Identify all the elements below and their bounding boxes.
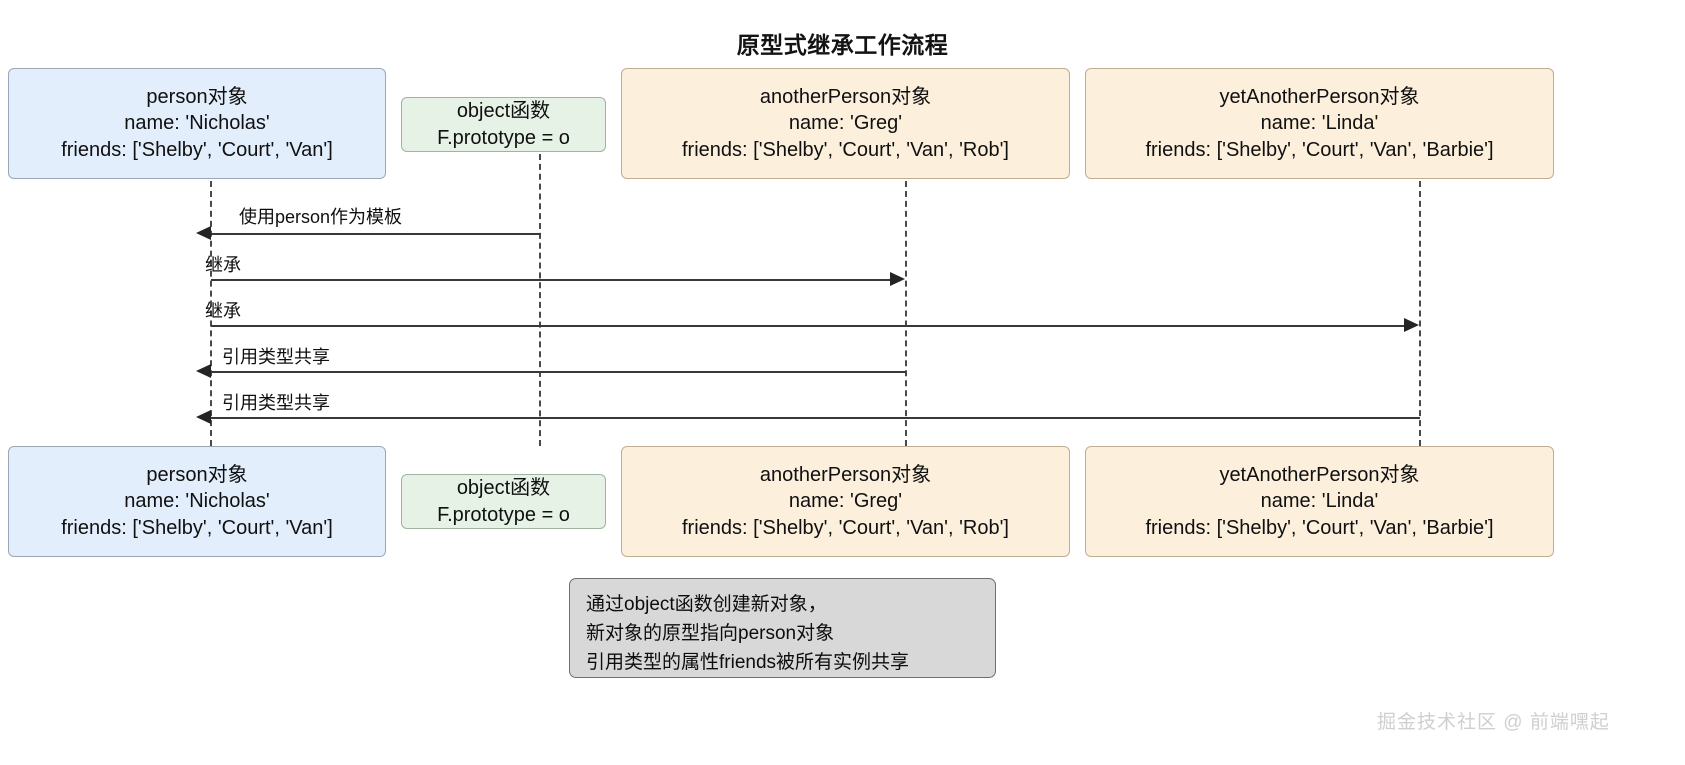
note-line: 引用类型的属性friends被所有实例共享 [586,651,910,673]
message-line-2 [211,279,891,281]
message-label-2: 继承 [205,255,241,275]
participant-box-object-top[interactable]: object函数 F.prototype = o [401,97,606,152]
note-box[interactable]: 通过object函数创建新对象， 新对象的原型指向person对象 引用类型的属… [569,578,996,678]
message-label-5: 引用类型共享 [222,393,330,413]
note-line: 通过object函数创建新对象， [586,594,827,615]
participant-line: person对象 [146,85,248,108]
message-arrowhead-3 [1404,318,1419,332]
participant-box-person-bottom[interactable]: person对象 name: 'Nicholas' friends: ['She… [8,446,386,557]
participant-line: person对象 [146,463,248,486]
lifeline-yetanotherperson [1419,181,1421,446]
participant-box-yetanotherperson-top[interactable]: yetAnotherPerson对象 name: 'Linda' friends… [1085,68,1554,179]
participant-line: friends: ['Shelby', 'Court', 'Van', 'Bar… [1145,138,1494,161]
participant-line: name: 'Nicholas' [124,490,270,513]
participant-line: friends: ['Shelby', 'Court', 'Van', 'Rob… [682,138,1009,161]
message-line-5 [211,417,1420,419]
page-title: 原型式继承工作流程 [736,32,949,58]
message-line-1 [211,233,541,235]
lifeline-anotherperson [905,181,907,446]
message-label-4: 引用类型共享 [222,347,330,367]
participant-line: anotherPerson对象 [759,85,932,108]
participant-line: F.prototype = o [437,126,570,149]
participant-box-anotherperson-bottom[interactable]: anotherPerson对象 name: 'Greg' friends: ['… [621,446,1070,557]
participant-line: yetAnotherPerson对象 [1219,85,1420,108]
participant-line: object函数 [456,477,551,500]
participant-line: friends: ['Shelby', 'Court', 'Van'] [61,516,333,539]
message-arrowhead-1 [196,226,211,240]
participant-line: anotherPerson对象 [759,463,932,486]
participant-line: name: 'Greg' [788,490,903,513]
participant-line: name: 'Nicholas' [124,112,270,135]
participant-line: friends: ['Shelby', 'Court', 'Van', 'Rob… [682,516,1009,539]
lifeline-object [539,154,541,446]
participant-line: name: 'Linda' [1260,112,1379,135]
message-line-4 [211,371,906,373]
participant-box-object-bottom[interactable]: object函数 F.prototype = o [401,474,606,529]
message-line-3 [211,325,1405,327]
participant-line: F.prototype = o [437,503,570,526]
participant-line: friends: ['Shelby', 'Court', 'Van', 'Bar… [1145,516,1494,539]
message-label-3: 继承 [205,301,241,321]
participant-line: yetAnotherPerson对象 [1219,463,1420,486]
watermark: 掘金技术社区 @ 前端嘿起 [1377,712,1610,733]
participant-line: name: 'Linda' [1260,490,1379,513]
message-arrowhead-4 [196,364,211,378]
participant-line: friends: ['Shelby', 'Court', 'Van'] [61,138,333,161]
message-arrowhead-5 [196,410,211,424]
participant-line: object函数 [456,100,551,123]
message-arrowhead-2 [890,272,905,286]
message-label-1: 使用person作为模板 [239,207,403,227]
participant-line: name: 'Greg' [788,112,903,135]
participant-box-yetanotherperson-bottom[interactable]: yetAnotherPerson对象 name: 'Linda' friends… [1085,446,1554,557]
participant-box-person-top[interactable]: person对象 name: 'Nicholas' friends: ['She… [8,68,386,179]
note-line: 新对象的原型指向person对象 [586,622,835,644]
participant-box-anotherperson-top[interactable]: anotherPerson对象 name: 'Greg' friends: ['… [621,68,1070,179]
lifeline-person [210,181,212,446]
